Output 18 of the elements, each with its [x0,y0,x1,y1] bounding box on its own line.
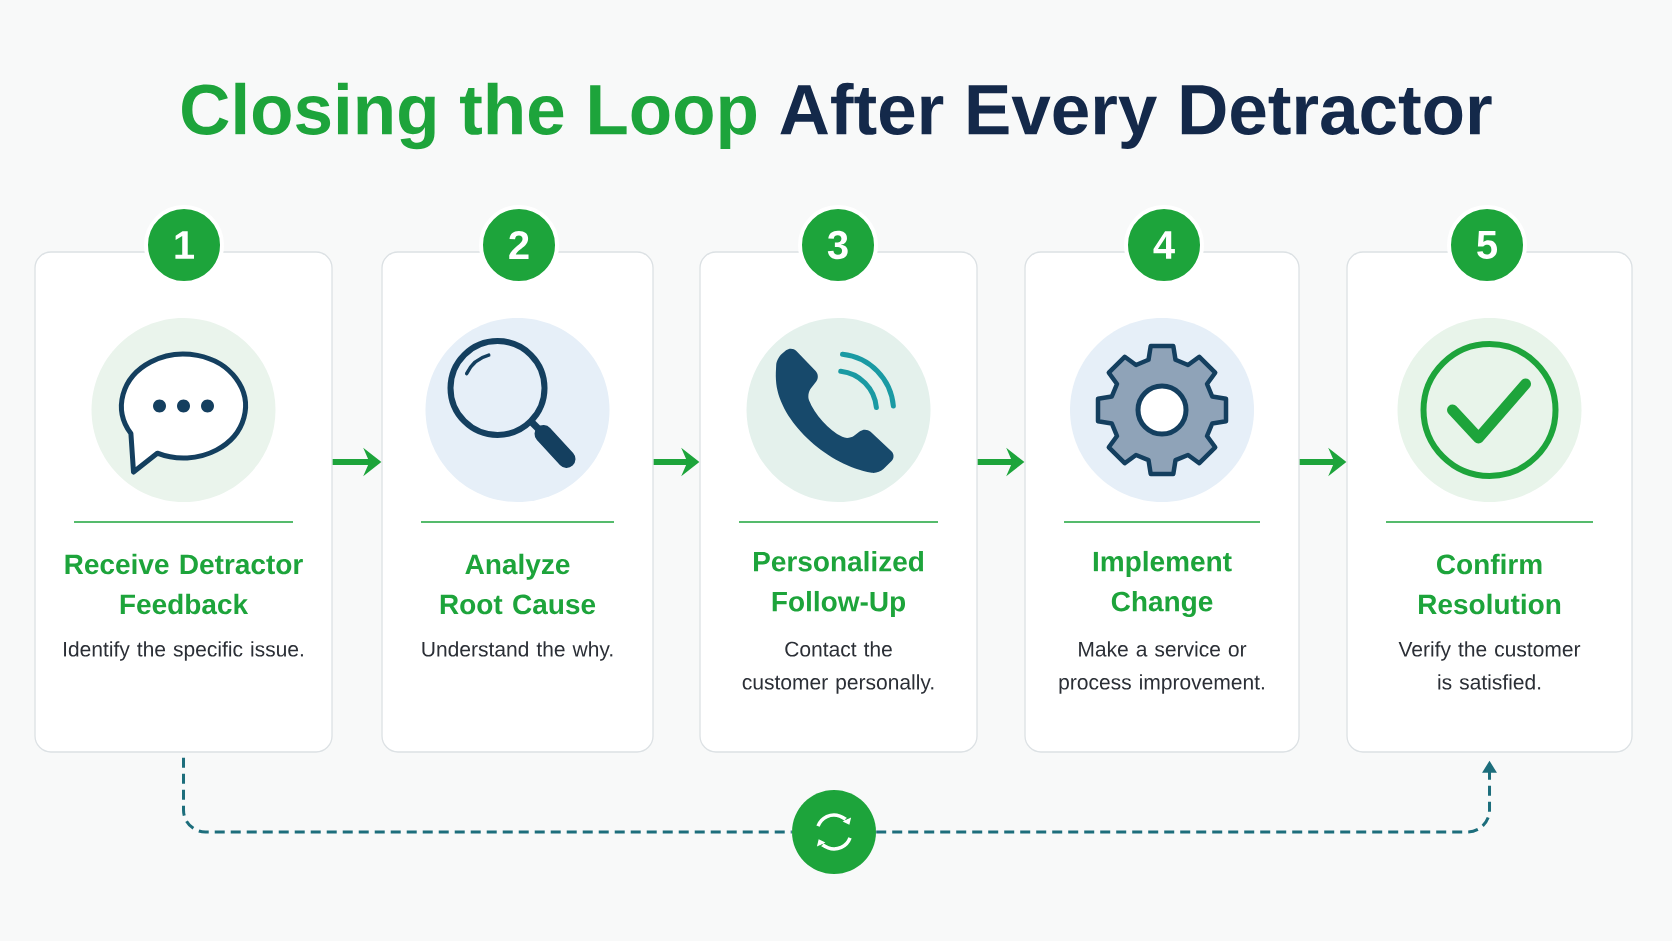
step-heading: Analyze Root Cause [440,553,596,615]
number-badge: 4 [1124,205,1204,285]
step-description: Identify the specific issue. [64,641,303,661]
step-heading: Confirm Resolution [1419,553,1561,615]
step-description: Verify the customer is satisfied. [1398,641,1581,690]
step-description: Make a service or process improvement. [1059,641,1264,694]
step-description: Contact the customer personally. [742,641,934,694]
number-badge: 5 [1447,205,1527,285]
step-heading: Implement Change [1093,550,1232,618]
step-heading: Receive Detractor Feedback [65,553,303,615]
step-description: Understand the why. [422,641,613,661]
step-heading: Personalized Follow-Up [754,550,924,618]
number-badge: 2 [479,205,559,285]
number-badge: 1 [144,205,224,285]
refresh-icon [792,790,876,874]
number-badge: 3 [798,205,878,285]
connector-line [182,757,792,834]
title: Closing the Loop After Every Detractor [182,82,1492,150]
